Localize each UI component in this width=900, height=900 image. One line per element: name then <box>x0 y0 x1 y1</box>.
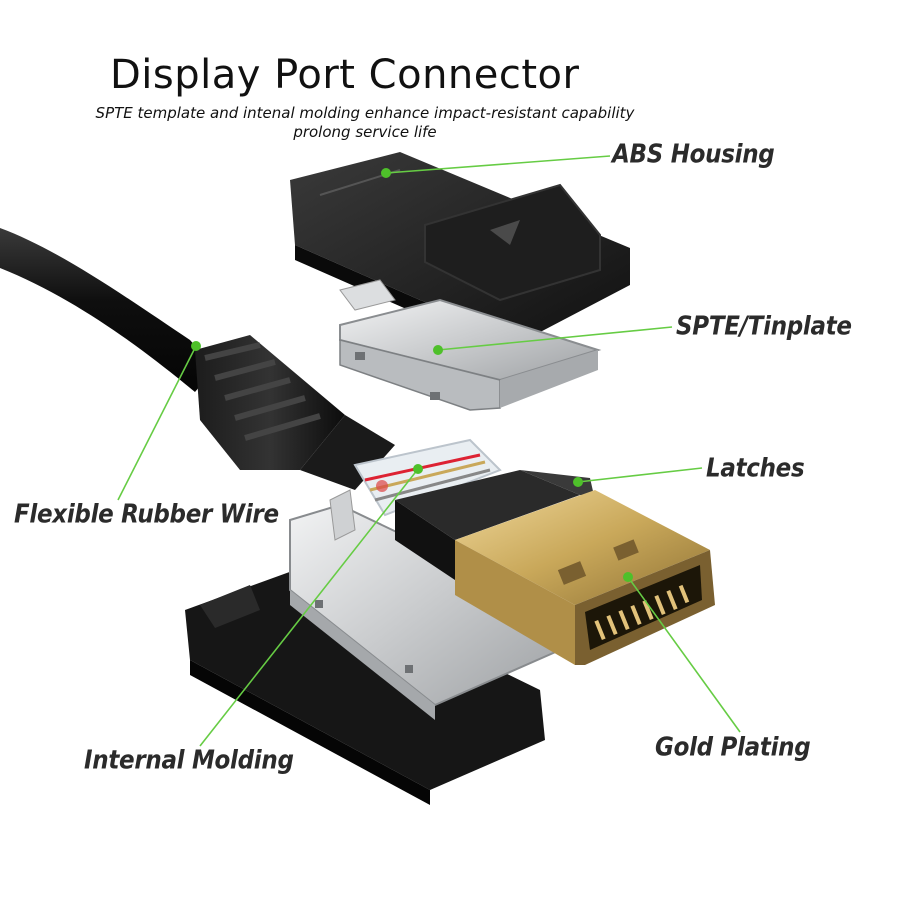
internal-molding-bottom <box>185 570 545 805</box>
leader-internal-molding <box>199 468 419 747</box>
leader-flexible-rubber-wire <box>117 345 197 501</box>
gold-plug <box>455 490 715 665</box>
leader-dots <box>191 168 633 582</box>
lower-metal-shell <box>289 489 561 720</box>
label-internal-molding: Internal Molding <box>84 746 294 776</box>
dot-flexible-rubber-wire <box>191 341 201 351</box>
label-latches: Latches <box>706 454 805 484</box>
dot-latches <box>573 477 583 487</box>
gold-contacts <box>594 584 690 641</box>
label-spte-tinplate: SPTE/Tinplate <box>676 312 852 342</box>
leader-lines <box>117 155 741 747</box>
leader-gold-plating <box>627 576 741 733</box>
diagram-subtitle: SPTE template and intenal molding enhanc… <box>95 104 635 141</box>
leader-abs-housing <box>385 155 611 174</box>
label-flexible-rubber-wire: Flexible Rubber Wire <box>14 500 279 530</box>
label-abs-housing: ABS Housing <box>612 140 775 170</box>
leader-spte-tinplate <box>437 326 673 351</box>
dot-abs-housing <box>381 168 391 178</box>
label-gold-plating: Gold Plating <box>655 733 811 763</box>
diagram-title: Display Port Connector <box>110 52 580 98</box>
spte-tinplate-shield <box>339 279 602 411</box>
internal-wires <box>353 438 502 517</box>
dot-spte-tinplate <box>433 345 443 355</box>
dot-gold-plating <box>623 572 633 582</box>
dot-internal-molding <box>413 464 423 474</box>
cable <box>0 228 215 392</box>
leader-latches <box>577 467 703 483</box>
